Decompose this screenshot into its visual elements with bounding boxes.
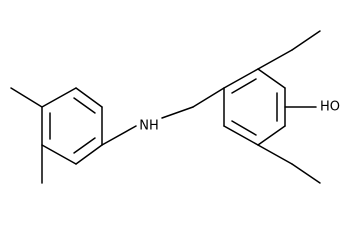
right-ring-bond-1 bbox=[223, 68, 259, 89]
linker-chain bbox=[101, 87, 225, 146]
methylene-to-ring-bond bbox=[192, 87, 225, 108]
left-ring-inner-double-2 bbox=[73, 137, 96, 154]
methyl-substituents bbox=[10, 87, 43, 184]
amine-label: NH bbox=[139, 119, 159, 134]
right-ring-bond-2 bbox=[257, 68, 286, 89]
upper-methoxy-bond-b bbox=[291, 30, 321, 51]
right-ring-inner-double-1 bbox=[231, 78, 257, 94]
left-ring-bond-4 bbox=[41, 144, 77, 165]
right-ring-bond-5 bbox=[223, 125, 259, 146]
hydroxyl-label: HO bbox=[320, 100, 340, 115]
left-aromatic-ring bbox=[41, 87, 103, 165]
lower-methoxy-bond-a bbox=[257, 144, 293, 165]
left-ring-bond-1 bbox=[75, 87, 103, 108]
right-ring-inner-double-3 bbox=[231, 120, 257, 136]
upper-methoxy-bond-a bbox=[257, 49, 293, 70]
methyl-bond-upper bbox=[10, 87, 43, 108]
methoxy-and-hydroxyl-substituents bbox=[257, 30, 321, 184]
aryl-to-nitrogen-bond bbox=[101, 125, 137, 146]
left-ring-bond-6 bbox=[41, 87, 77, 108]
left-ring-bond-3 bbox=[75, 144, 103, 165]
right-aromatic-ring bbox=[223, 68, 286, 146]
right-ring-bond-4 bbox=[257, 125, 286, 146]
left-ring-inner-double-1 bbox=[73, 97, 96, 114]
chemical-structure-diagram: NH HO bbox=[10, 30, 340, 184]
nitrogen-to-methylene-bond bbox=[161, 106, 194, 119]
lower-methoxy-bond-b bbox=[291, 163, 321, 184]
